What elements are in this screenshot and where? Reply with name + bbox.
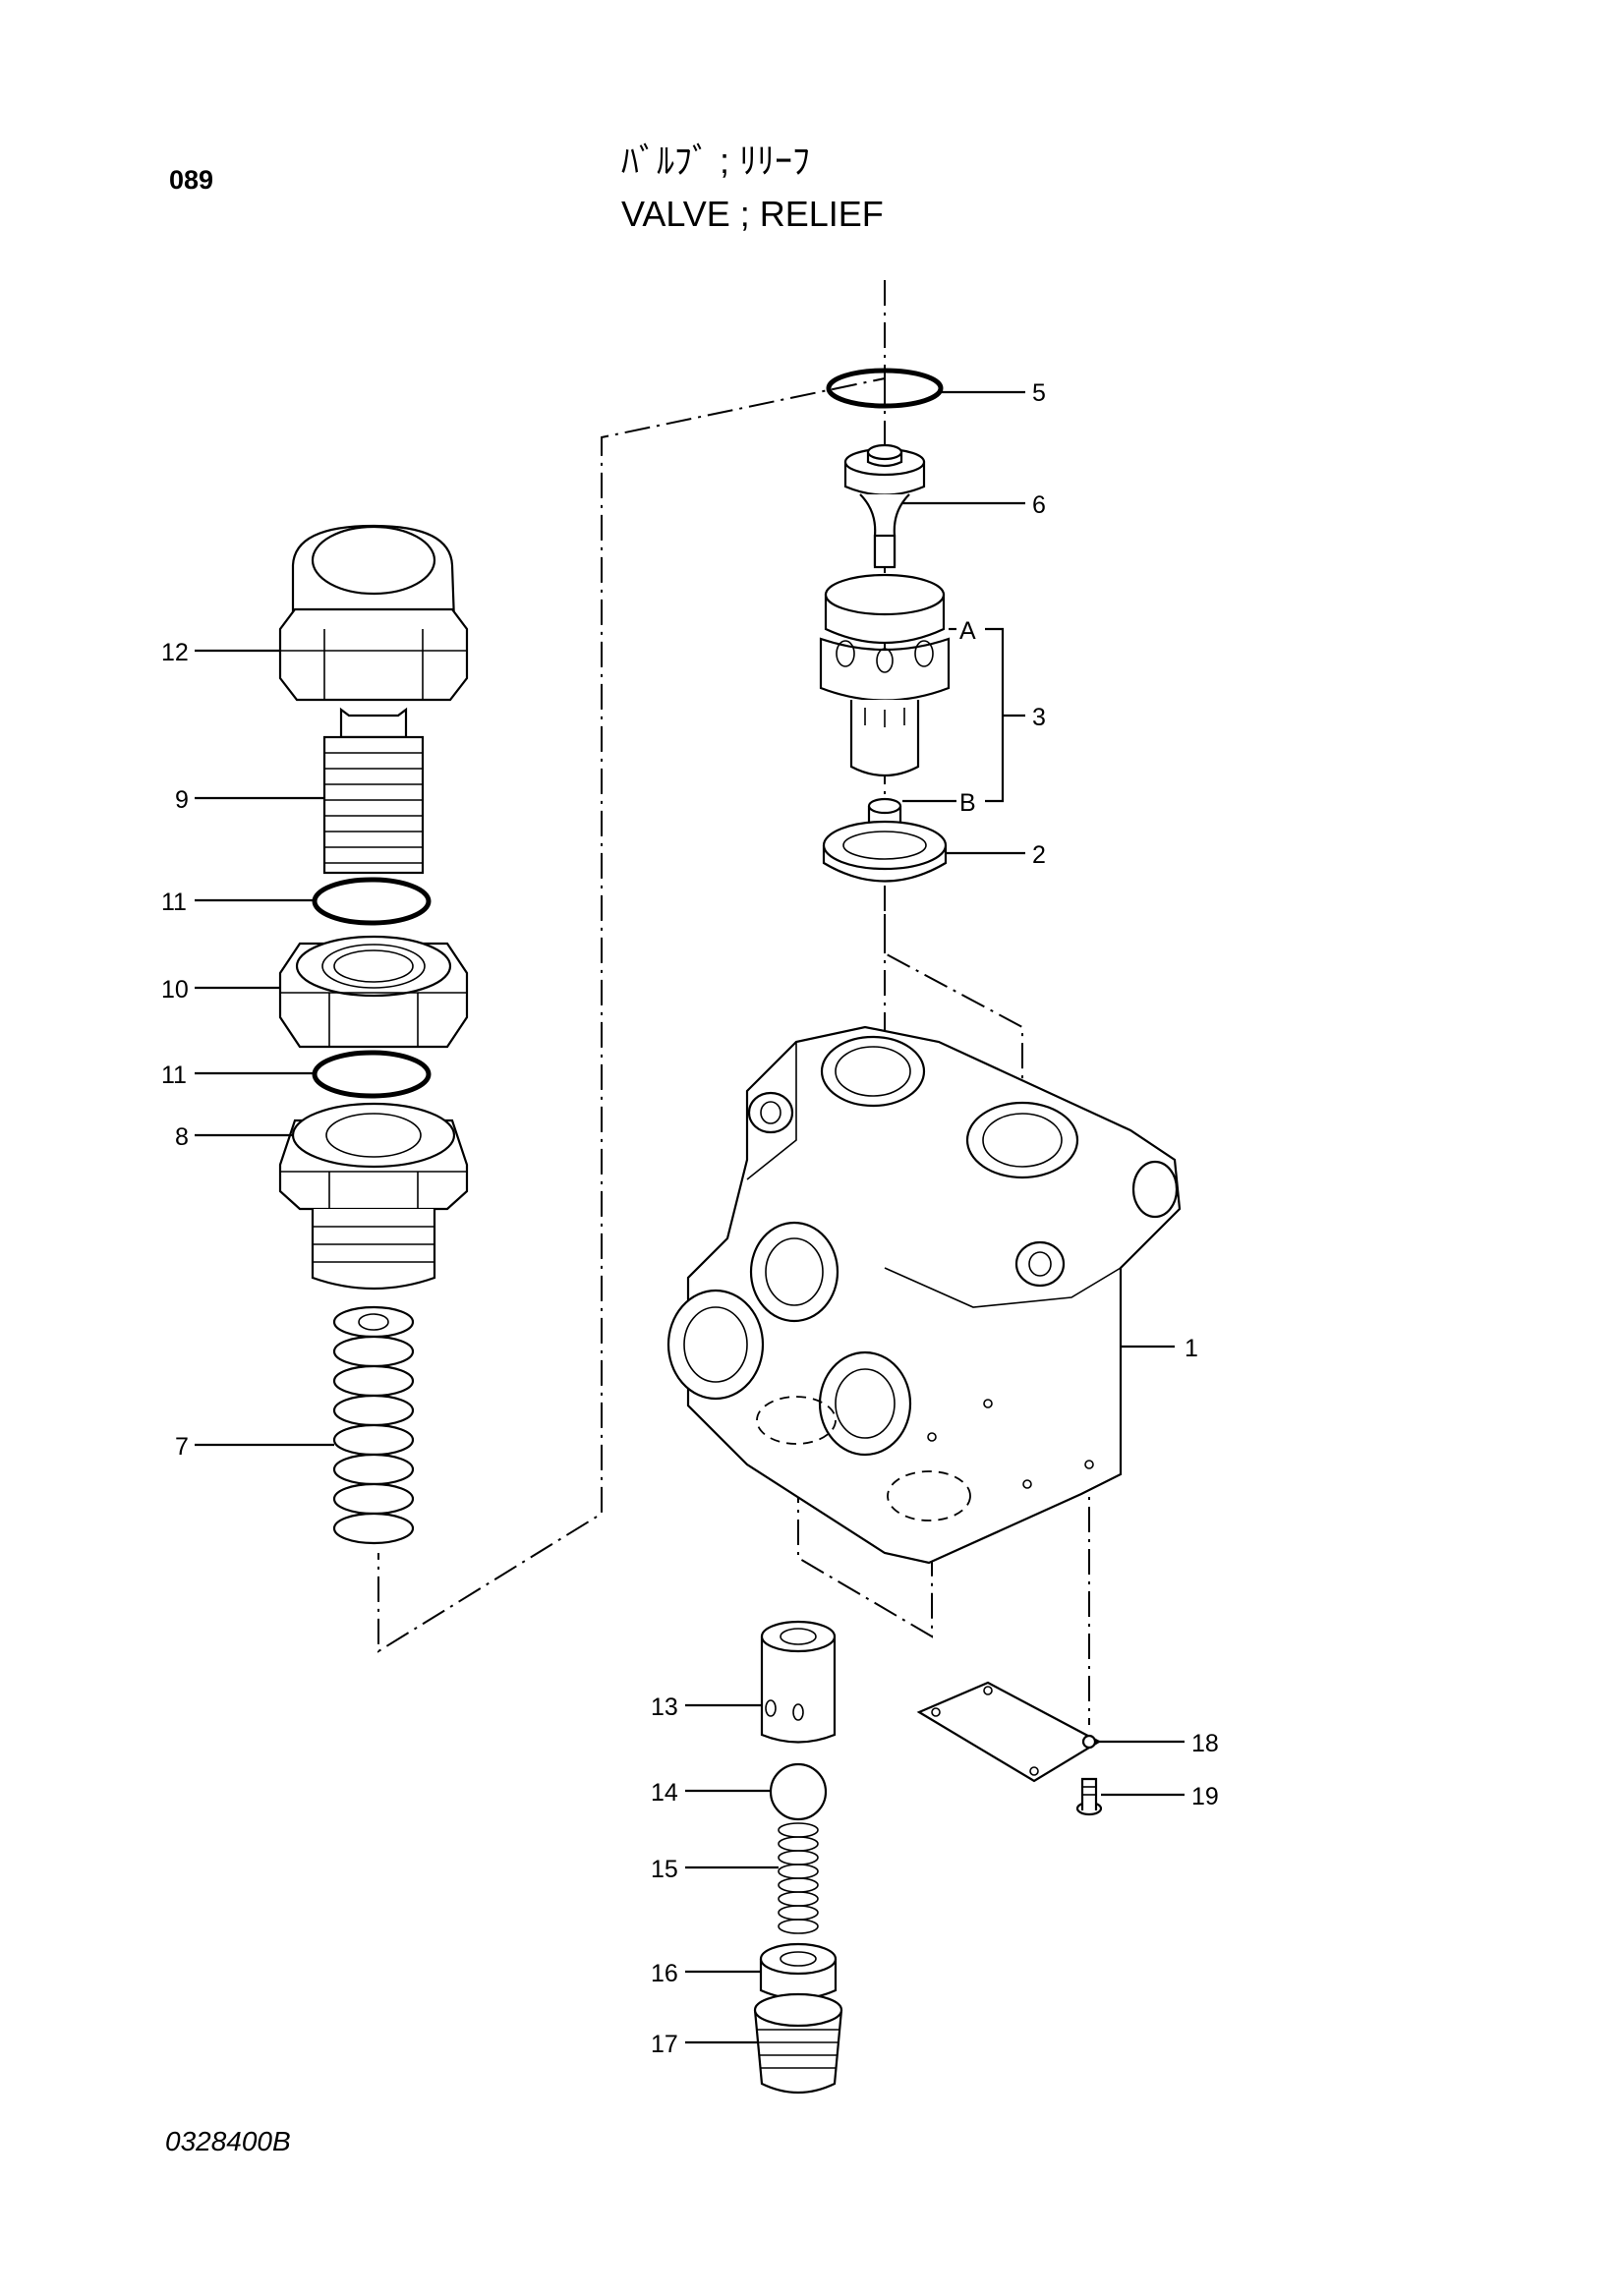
- o-ring-part-11-lower: [312, 1050, 432, 1099]
- callout-5: 5: [1032, 379, 1046, 407]
- callout-13: 13: [651, 1693, 678, 1721]
- lock-nut-part-10: [278, 935, 469, 1049]
- ball-part-14: [769, 1762, 828, 1821]
- callout-16: 16: [651, 1960, 678, 1987]
- cap-nut-part-12: [278, 524, 469, 702]
- cover-plate-part-18: [916, 1681, 1102, 1783]
- callout-15: 15: [651, 1856, 678, 1883]
- plug-part-17: [753, 1992, 843, 2094]
- callout-A: A: [959, 617, 976, 645]
- assembly-centerline-right: [884, 914, 1023, 1130]
- adapter-part-8: [278, 1102, 469, 1291]
- spacer-ring-part-2: [822, 820, 948, 883]
- seat-assembly-part-3: [819, 573, 951, 776]
- callout-11-lower: 11: [161, 1062, 187, 1089]
- o-ring-part-5: [826, 368, 944, 409]
- valve-body-part-1: [666, 1025, 1182, 1565]
- callout-B: B: [959, 789, 976, 817]
- callout-19: 19: [1191, 1783, 1219, 1810]
- assembly-centerline-left: [377, 280, 886, 1653]
- spring-part-15: [778, 1822, 819, 1934]
- callout-9: 9: [175, 786, 189, 814]
- title-japanese: ﾊﾞﾙﾌﾞ ; ﾘﾘｰﾌ: [621, 141, 810, 181]
- bracket-3: [985, 627, 1005, 803]
- poppet-part-6: [843, 443, 926, 569]
- o-ring-part-11-upper: [312, 877, 432, 926]
- spring-part-7: [332, 1305, 415, 1545]
- callout-3: 3: [1032, 704, 1046, 731]
- callout-6: 6: [1032, 491, 1046, 519]
- callout-17: 17: [651, 2031, 678, 2058]
- sleeve-part-13: [760, 1620, 837, 1744]
- callout-18: 18: [1191, 1730, 1219, 1757]
- callout-12: 12: [161, 639, 189, 666]
- callout-11-upper: 11: [161, 889, 187, 916]
- callout-1: 1: [1185, 1335, 1198, 1362]
- callout-7: 7: [175, 1433, 189, 1461]
- callout-8: 8: [175, 1123, 189, 1151]
- washer-part-16: [759, 1942, 838, 2000]
- callout-2: 2: [1032, 841, 1046, 869]
- screw-part-19: [1075, 1777, 1103, 1816]
- adjusting-screw-part-9: [322, 707, 425, 875]
- callout-10: 10: [161, 976, 189, 1004]
- callout-14: 14: [651, 1779, 678, 1807]
- title-english: VALVE ; RELIEF: [621, 194, 884, 234]
- drawing-code: 0328400B: [165, 2126, 291, 2156]
- page-number: 089: [169, 165, 213, 195]
